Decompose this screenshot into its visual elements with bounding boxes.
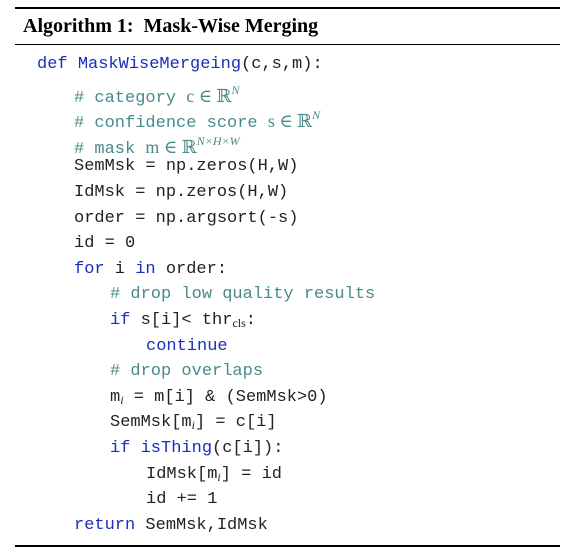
keyword-def: def	[37, 55, 68, 74]
code-line-mi: mi = m[i] & (SemMsk>0)	[15, 385, 560, 411]
comment-category: # category	[74, 88, 187, 108]
keyword-for: for	[74, 259, 105, 279]
for-var: i	[104, 259, 136, 279]
comment-drop-low: # drop low quality results	[110, 285, 376, 305]
comment-category-sup: N	[231, 82, 240, 97]
return-values: SemMsk,IdMsk	[135, 515, 268, 535]
if-colon: :	[245, 310, 256, 330]
comment-score: # confidence score	[74, 114, 268, 134]
caption-label: Algorithm 1:	[23, 15, 134, 37]
top-rule	[15, 7, 560, 9]
code-line-comment-drop-overlaps: # drop overlaps	[15, 359, 560, 385]
code-listing: def MaskWiseMergeing(c,s,m): # category …	[15, 52, 560, 538]
comment-score-sup: N	[312, 108, 321, 123]
comment-category-math: c ∈ ℝ	[186, 85, 232, 106]
comment-mask-sup: N×H×W	[196, 133, 240, 148]
code-line-continue: continue	[15, 334, 560, 360]
mi-rest: = m[i] & (SemMsk>0)	[123, 387, 328, 407]
semmsk-pre: SemMsk[m	[110, 413, 192, 433]
code-line-semmsk-assign: SemMsk[mi] = c[i]	[15, 410, 560, 436]
code-line-order: order = np.argsort(-s)	[74, 208, 299, 228]
function-params: (c,s,m):	[241, 55, 323, 74]
mi-subscript: i	[120, 392, 124, 407]
code-line-id-increment: id += 1	[146, 490, 218, 510]
keyword-return: return	[74, 515, 136, 535]
for-rest: order:	[155, 259, 228, 279]
isthing-args: (c[i]):	[212, 438, 284, 458]
idmsk-pre: IdMsk[m	[146, 464, 218, 484]
comment-score-math: s ∈ ℝ	[267, 111, 313, 132]
code-line-return: return SemMsk,IdMsk	[15, 513, 560, 539]
isthing-call: isThing	[140, 438, 213, 458]
code-line-comment-category: # category c ∈ ℝN	[15, 78, 560, 108]
function-name: MaskWiseMergeing	[77, 55, 242, 74]
code-line-comment-score: # confidence score s ∈ ℝN	[15, 103, 560, 133]
mi-base: m	[110, 387, 121, 407]
keyword-if: if	[110, 310, 131, 330]
caption-rule	[15, 44, 560, 45]
algorithm-block: Algorithm 1: Mask-Wise Merging def MaskWi…	[15, 7, 560, 547]
if-condition: s[i]< thr	[130, 310, 233, 330]
algorithm-caption: Algorithm 1: Mask-Wise Merging	[15, 13, 560, 39]
keyword-continue: continue	[146, 336, 228, 356]
code-line-def: def MaskWiseMergeing(c,s,m):	[15, 52, 560, 78]
code-line-for: for i in order:	[15, 257, 560, 283]
code-line-if-isthing: if isThing(c[i]):	[15, 436, 560, 462]
semmsk-post: ] = c[i]	[194, 413, 277, 433]
keyword-if-2: if	[110, 438, 131, 458]
threshold-subscript: cls	[232, 315, 246, 330]
code-line-comment-mask: # mask m ∈ ℝN×H×W	[15, 129, 560, 159]
code-line-comment-drop-low: # drop low quality results	[15, 282, 560, 308]
code-line-idmsk-assign: IdMsk[mi] = id	[15, 462, 560, 488]
code-line-if-threshold: if s[i]< thrcls:	[15, 308, 560, 334]
comment-mask-math: m ∈ ℝ	[145, 136, 197, 157]
comment-mask: # mask	[74, 139, 146, 159]
comment-drop-overlaps: # drop overlaps	[110, 362, 264, 382]
caption-name: Mask-Wise Merging	[143, 15, 319, 37]
keyword-in: in	[135, 259, 156, 279]
idmsk-post: ] = id	[220, 464, 282, 484]
code-line-id-init: id = 0	[74, 234, 136, 254]
idmsk-subscript: i	[217, 469, 221, 484]
semmsk-subscript: i	[191, 418, 195, 433]
code-line-semmsk: SemMsk = np.zeros(H,W)	[74, 157, 299, 177]
code-line-idmsk: IdMsk = np.zeros(H,W)	[74, 182, 289, 202]
